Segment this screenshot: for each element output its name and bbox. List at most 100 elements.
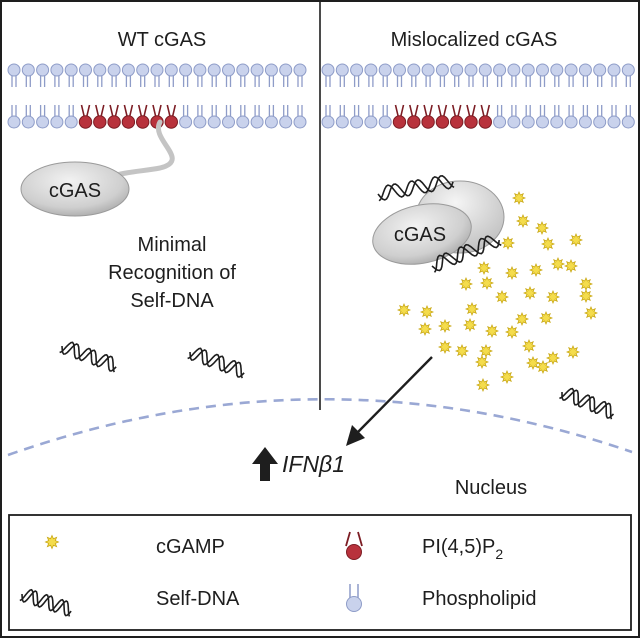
left-cgas-protein <box>20 161 130 217</box>
outer-leaflet-lipid <box>464 63 478 87</box>
inner-leaflet-lipid <box>321 105 335 129</box>
bound-dna-strand-bottom <box>431 235 502 273</box>
inner-leaflet-lipid <box>507 105 521 129</box>
inner-leaflet-lipid <box>493 105 507 129</box>
self-dna-legend-icon <box>19 588 72 617</box>
cgamp-star <box>396 302 412 318</box>
legend-pip2-subscript: 2 <box>495 546 503 562</box>
cgamp-star <box>504 265 520 281</box>
nuclear-envelope <box>7 397 633 457</box>
pip2-lipid <box>435 104 450 129</box>
cgamp-star <box>454 343 470 359</box>
legend-pip2-main: PI(4,5)P <box>422 536 495 558</box>
pip2-lipid <box>164 104 179 129</box>
cgamp-star <box>540 236 556 252</box>
inner-leaflet-lipid <box>7 105 21 129</box>
pip2-lipid <box>93 104 107 129</box>
outer-leaflet-lipid <box>279 63 293 87</box>
caption-line-1: Minimal <box>138 234 207 256</box>
pip2-lipid <box>478 104 492 129</box>
cgamp-star <box>565 344 581 360</box>
cgamp-star <box>500 235 516 251</box>
outer-leaflet-lipid <box>293 63 307 87</box>
inner-leaflet-lipid <box>64 105 78 129</box>
cgamp-star <box>578 288 594 304</box>
cgamp-star <box>521 338 537 354</box>
outer-leaflet-lipid <box>393 63 406 87</box>
signal-arrow-head <box>346 425 365 446</box>
inner-leaflet-lipid <box>236 105 250 129</box>
cgamp-star <box>568 232 584 248</box>
cgamp-star <box>437 318 453 334</box>
outer-leaflet-lipid <box>79 63 92 87</box>
left-cgas-label: cGAS <box>49 180 101 202</box>
outer-leaflet-lipid <box>564 63 578 87</box>
inner-leaflet-lipid <box>536 105 549 129</box>
cgamp-star <box>464 301 480 317</box>
caption-line-2: Recognition of <box>108 262 236 284</box>
outer-leaflet-lipid <box>136 63 150 87</box>
outer-leaflet-lipid <box>507 63 521 87</box>
nucleus-label: Nucleus <box>455 477 527 499</box>
cgamp-star <box>545 350 561 366</box>
outer-leaflet-lipid <box>350 63 364 87</box>
pip2-legend-icon <box>345 531 363 560</box>
inner-leaflet-lipid <box>578 105 592 129</box>
legend-box <box>8 514 632 631</box>
pip2-lipid <box>421 104 435 129</box>
pip2-lipid <box>121 104 136 129</box>
outer-leaflet-lipid <box>164 63 178 87</box>
inner-leaflet-lipid <box>550 105 564 129</box>
cgamp-star <box>475 377 491 393</box>
cgamp-star <box>578 276 594 292</box>
inner-leaflet-lipid <box>222 105 235 129</box>
outer-leaflet-lipid <box>207 63 221 87</box>
outer-leaflet-lipid <box>107 63 121 87</box>
cgamp-star <box>583 305 599 321</box>
self-dna-strand <box>59 341 117 373</box>
outer-leaflet-lipid <box>7 63 21 87</box>
cgamp-star <box>417 321 433 337</box>
outer-leaflet-lipid <box>150 63 164 87</box>
cgamp-star <box>458 276 474 292</box>
right-membrane <box>321 63 635 129</box>
inner-leaflet-lipid <box>350 105 364 129</box>
outer-leaflet-lipid <box>36 63 50 87</box>
cgamp-legend-icon <box>44 534 60 550</box>
inner-leaflet-lipid <box>21 105 35 129</box>
pip2-lipid <box>107 104 121 129</box>
inner-leaflet-lipid <box>179 105 193 129</box>
outer-leaflet-lipid <box>550 63 564 87</box>
outer-leaflet-lipid <box>21 63 35 87</box>
self-dna-strand <box>187 347 245 379</box>
caption-line-3: Self-DNA <box>130 290 214 312</box>
inner-leaflet-lipid <box>378 105 392 129</box>
outer-leaflet-lipid <box>421 63 435 87</box>
legend-cgamp-label: cGAMP <box>156 536 225 558</box>
left-panel-title: WT cGAS <box>118 29 207 51</box>
inner-leaflet-lipid <box>293 105 307 129</box>
outer-leaflet-lipid <box>621 63 635 87</box>
outer-leaflet-lipid <box>435 63 449 87</box>
outer-leaflet-lipid <box>250 63 264 87</box>
outer-leaflet-lipid <box>578 63 592 87</box>
right-panel-title: Mislocalized cGAS <box>391 29 558 51</box>
outer-leaflet-lipid <box>478 63 492 87</box>
cgamp-star <box>476 260 492 276</box>
right-cgas-label: cGAS <box>394 224 446 246</box>
cgamp-star <box>419 304 435 320</box>
outer-leaflet-lipid <box>64 63 78 87</box>
outer-leaflet-lipid <box>536 63 549 87</box>
upregulation-arrow-icon <box>252 447 278 481</box>
self-dna-strands <box>59 341 615 420</box>
signal-arrow-shaft <box>357 356 433 433</box>
cgamp-star <box>545 289 561 305</box>
cgamp-star <box>525 355 541 371</box>
cgamp-star <box>474 354 490 370</box>
outer-leaflet-lipid <box>222 63 235 87</box>
inner-leaflet-lipid <box>207 105 221 129</box>
cgamp-star <box>484 323 500 339</box>
inner-leaflet-lipid <box>564 105 578 129</box>
cgamp-star <box>499 369 515 385</box>
